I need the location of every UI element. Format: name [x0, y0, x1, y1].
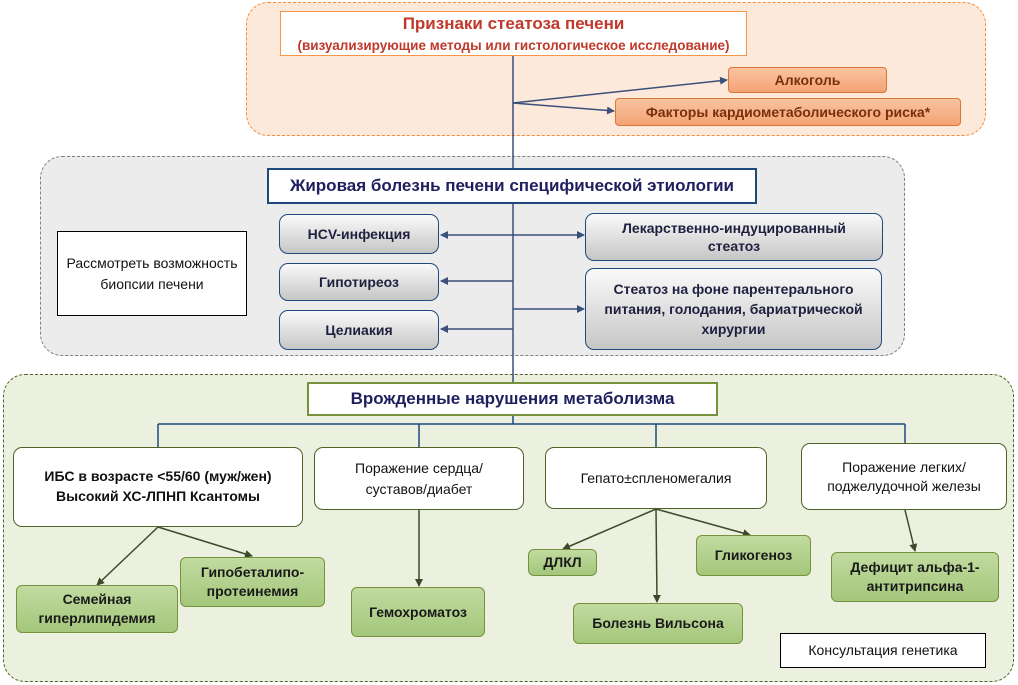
wilson-disease-box: Болезнь Вильсона: [573, 603, 743, 644]
category-ischemic-lipids: ИБС в возрасте <55/60 (муж/жен) Высокий …: [13, 447, 303, 527]
drug-induced-steatosis-box: Лекарственно-индуцированный стеатоз: [585, 213, 883, 261]
alpha1-antitrypsin-box: Дефицит альфа-1-антитрипсина: [831, 552, 999, 602]
arrow-to-alpha1: [904, 509, 918, 552]
arrow-to-dlkl: [562, 508, 657, 550]
specific-etiology-title: Жировая болезнь печени специфической эти…: [267, 168, 757, 204]
familial-hyperlipidemia-box: Семейная гиперлипидемия: [16, 585, 178, 633]
category-lung-pancreas: Поражение легких/поджелудочной железы: [801, 443, 1007, 510]
hypobetalipoproteinemia-box: Гипобеталипо-протеинемия: [180, 557, 325, 607]
celiac-box: Целиакия: [279, 310, 439, 350]
steatosis-signs-title-box: Признаки стеатоза печени (визуализирующи…: [280, 11, 747, 56]
dlkl-box: ДЛКЛ: [528, 549, 597, 576]
steatosis-signs-subtitle: (визуализирующие методы или гистологичес…: [297, 37, 730, 53]
cardiometabolic-risk-box: Факторы кардиометаболического риска*: [615, 98, 961, 126]
category-heart-joints-diabetes: Поражение сердца/суставов/диабет: [314, 447, 524, 510]
arrow-to-hypobeta: [157, 526, 253, 558]
arrow-to-glycogenosis: [655, 508, 751, 537]
arrow-to-alcohol: [512, 76, 728, 104]
arrow-to-wilson: [652, 508, 661, 603]
parenteral-steatosis-box: Стеатоз на фоне парентерального питания,…: [585, 268, 882, 350]
steatosis-signs-title: Признаки стеатоза печени: [402, 13, 625, 33]
arrow-to-cardio: [512, 102, 615, 115]
hcv-infection-box: HCV-инфекция: [279, 214, 439, 254]
category-hepatosplenomegaly: Гепато±спленомегалия: [545, 447, 767, 509]
biopsy-note: Рассмотреть возможность биопсии печени: [57, 231, 247, 316]
alcohol-box: Алкоголь: [728, 67, 887, 93]
glycogenosis-box: Гликогеноз: [696, 535, 811, 576]
arrow-to-familial: [96, 526, 159, 586]
genetics-consult-note: Консультация генетика: [780, 633, 986, 668]
inborn-errors-title: Врожденные нарушения метаболизма: [307, 382, 718, 416]
hemochromatosis-box: Гемохроматоз: [351, 587, 485, 637]
hypothyroidism-box: Гипотиреоз: [279, 263, 439, 301]
